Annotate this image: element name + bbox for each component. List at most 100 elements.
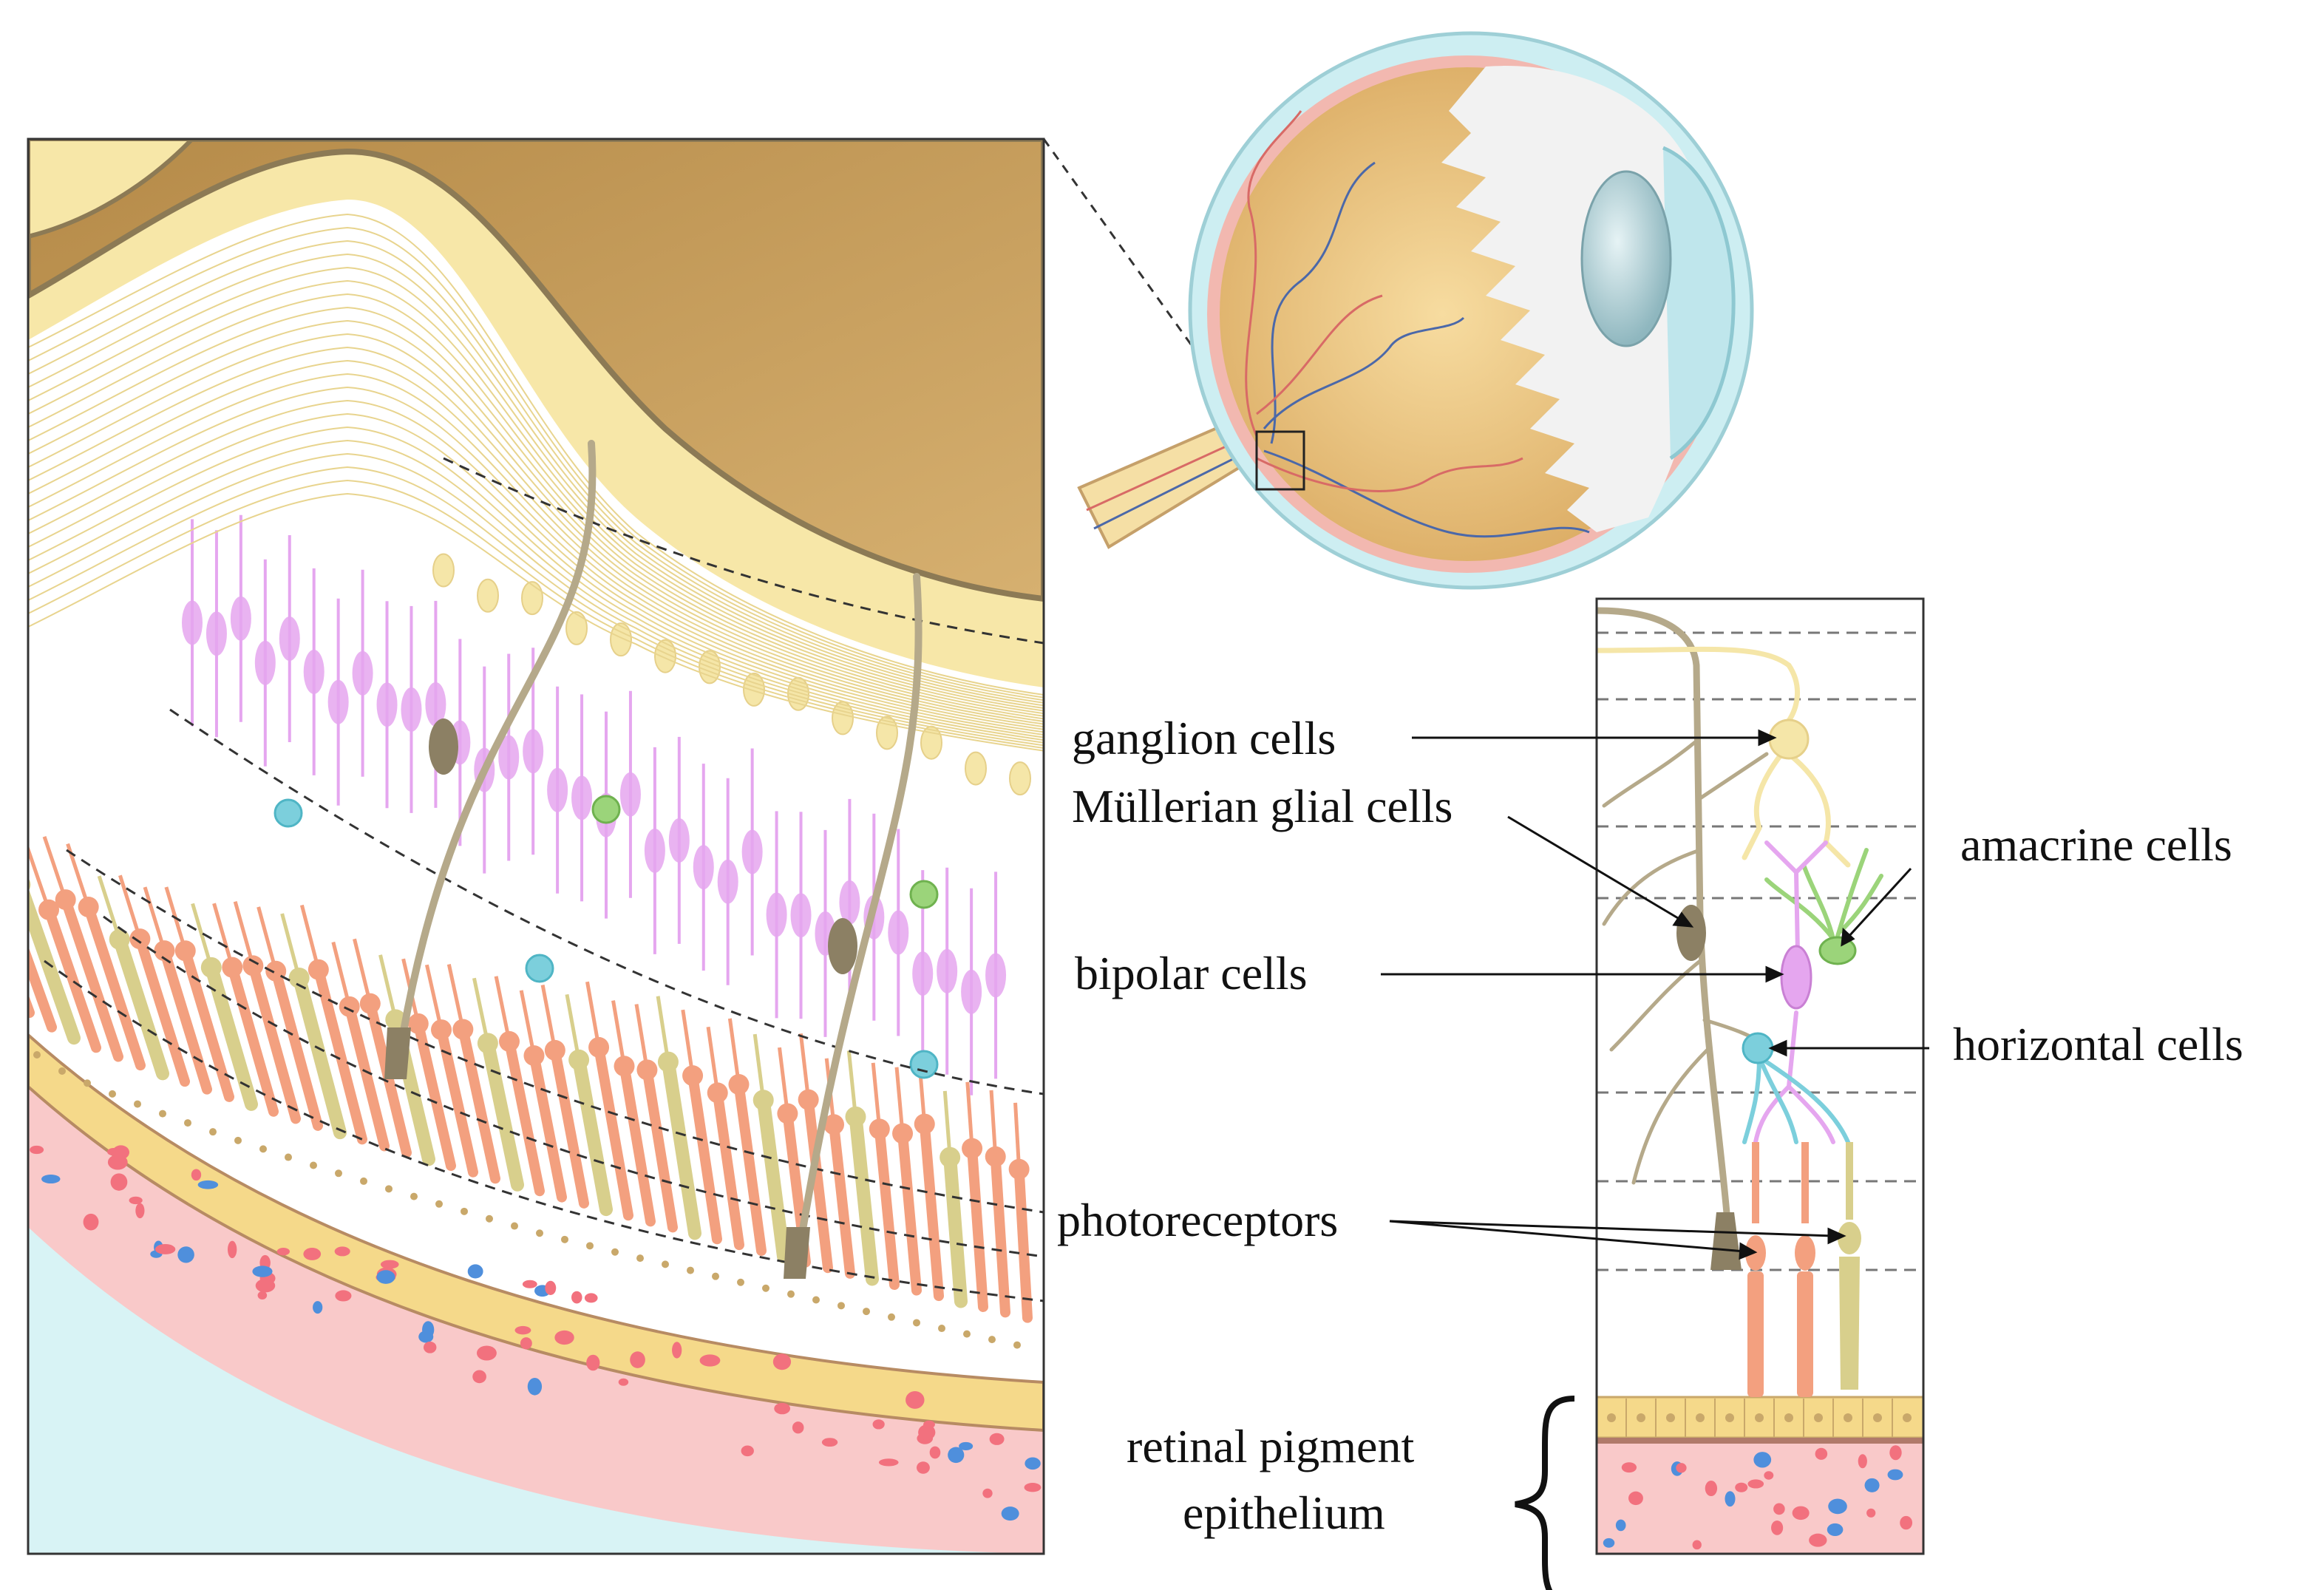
photoreceptor-axon bbox=[256, 906, 278, 972]
column-choroid-dot bbox=[1864, 1478, 1880, 1492]
photoreceptor-axon bbox=[752, 1033, 766, 1101]
nerve-fiber bbox=[28, 253, 1044, 704]
nerve-fiber bbox=[28, 492, 1044, 752]
nerve-fiber bbox=[28, 293, 1044, 712]
rod-cell bbox=[28, 993, 35, 1018]
column-choroid-dot bbox=[1764, 1471, 1774, 1480]
choroid-dot bbox=[376, 1270, 395, 1284]
rod-cell bbox=[135, 934, 190, 1087]
nerve-fiber bbox=[28, 426, 1044, 738]
photoreceptor-axon bbox=[424, 964, 444, 1030]
epithelium-nucleus bbox=[988, 1336, 996, 1344]
choroid-dot bbox=[520, 1337, 532, 1350]
epithelium-nucleus bbox=[33, 1051, 41, 1059]
rod-cell bbox=[83, 902, 146, 1071]
epithelium-nucleus bbox=[385, 1185, 393, 1193]
nerve-fiber bbox=[28, 266, 1044, 707]
epithelium-nucleus bbox=[963, 1330, 971, 1338]
column-choroid-dot bbox=[1815, 1447, 1828, 1460]
column-bipolar-soma bbox=[1780, 945, 1812, 1010]
nerve-fiber bbox=[28, 306, 1044, 715]
column-choroid-dot bbox=[1628, 1491, 1643, 1506]
bipolar-soma bbox=[766, 892, 787, 937]
choroid-dot bbox=[872, 1419, 885, 1430]
photoreceptor-axon bbox=[191, 903, 214, 968]
epithelium-nucleus bbox=[134, 1100, 141, 1108]
epithelium-nucleus bbox=[209, 1128, 217, 1136]
photoreceptor-axon bbox=[353, 938, 373, 1005]
choroid-dot bbox=[545, 1280, 557, 1296]
column-choroid-dots bbox=[1603, 1445, 1913, 1550]
bipolar-soma bbox=[523, 729, 544, 774]
ganglion-cell-soma bbox=[610, 622, 632, 657]
bipolar-soma bbox=[498, 735, 520, 780]
cone-cell bbox=[292, 971, 347, 1140]
rod-cell bbox=[919, 1118, 944, 1302]
epithelium-nucleus bbox=[662, 1260, 669, 1268]
photoreceptor-axon bbox=[965, 1081, 974, 1149]
cone-cell bbox=[112, 932, 169, 1081]
choroid-dot bbox=[380, 1260, 399, 1269]
choroid-dot bbox=[918, 1424, 936, 1441]
choroid-dot bbox=[630, 1351, 645, 1368]
rod-cell bbox=[503, 1036, 545, 1197]
rod-cell bbox=[271, 965, 323, 1131]
rod-cell bbox=[180, 945, 234, 1102]
column-choroid-dot bbox=[1900, 1515, 1913, 1530]
label-photoreceptors: photoreceptors bbox=[1057, 1194, 1338, 1246]
rod-cell bbox=[733, 1079, 767, 1256]
nerve-fiber bbox=[28, 279, 1044, 709]
photoreceptor-axon bbox=[299, 904, 321, 971]
ganglion-cell-soma bbox=[521, 581, 543, 616]
choroid-dot bbox=[276, 1247, 290, 1256]
column-epithelium-nucleus bbox=[1814, 1413, 1823, 1422]
photoreceptor-axon bbox=[681, 1009, 695, 1076]
bipolar-soma bbox=[912, 951, 934, 996]
photoreceptor-axon bbox=[989, 1090, 998, 1157]
column-choroid-dot bbox=[1858, 1454, 1867, 1469]
choroid-dot bbox=[335, 1290, 352, 1302]
column-choroid-dot bbox=[1866, 1508, 1876, 1518]
choroid-dot bbox=[177, 1246, 194, 1263]
schematic-retina-column bbox=[1597, 599, 1923, 1554]
rod-cell bbox=[803, 1094, 833, 1274]
cornea bbox=[1662, 146, 1736, 461]
label-rpe-line1: retinal pigment bbox=[1127, 1420, 1414, 1472]
epithelium-nucleus bbox=[888, 1313, 895, 1321]
choroid-dot bbox=[916, 1461, 930, 1474]
choroid-dot bbox=[476, 1345, 497, 1361]
choroid-dot bbox=[929, 1446, 941, 1459]
column-bipolar-cell bbox=[1753, 840, 1835, 1144]
muller-process bbox=[395, 440, 597, 1061]
epithelium-nucleus bbox=[787, 1290, 795, 1298]
rod-cell bbox=[619, 1061, 656, 1227]
choroid-dot bbox=[982, 1488, 993, 1498]
column-choroid-dot bbox=[1827, 1523, 1844, 1536]
epithelium-nucleus bbox=[687, 1266, 694, 1274]
choroid-dot bbox=[792, 1421, 804, 1434]
rod-cell bbox=[874, 1124, 900, 1291]
column-epithelium-nucleus bbox=[1844, 1413, 1852, 1422]
column-epithelium-nucleus bbox=[1873, 1413, 1882, 1422]
choroid-dots bbox=[30, 1145, 1042, 1521]
photoreceptor-axon bbox=[378, 954, 398, 1020]
photoreceptor-axon bbox=[28, 846, 51, 911]
bipolar-soma bbox=[790, 893, 812, 938]
bipolar-soma bbox=[401, 687, 422, 732]
photoreceptor-axon bbox=[777, 1047, 789, 1114]
bipolar-soma bbox=[571, 775, 593, 821]
nerve-fiber bbox=[28, 226, 1044, 699]
bipolar-soma bbox=[985, 953, 1007, 998]
bipolar-soma bbox=[254, 640, 276, 685]
choroid-dot bbox=[110, 1173, 128, 1191]
epithelium-nucleus bbox=[435, 1200, 443, 1208]
epithelium-nucleus bbox=[109, 1090, 116, 1098]
column-choroid-dot bbox=[1889, 1445, 1902, 1461]
ganglion-cell-soma bbox=[654, 639, 676, 673]
column-choroid-dot bbox=[1725, 1491, 1736, 1507]
column-epithelium-nucleus bbox=[1755, 1413, 1764, 1422]
choroid-dot bbox=[878, 1458, 899, 1467]
column-rod-2 bbox=[1795, 1142, 1815, 1397]
bipolar-soma bbox=[644, 828, 665, 873]
photoreceptor-axon bbox=[280, 913, 302, 979]
